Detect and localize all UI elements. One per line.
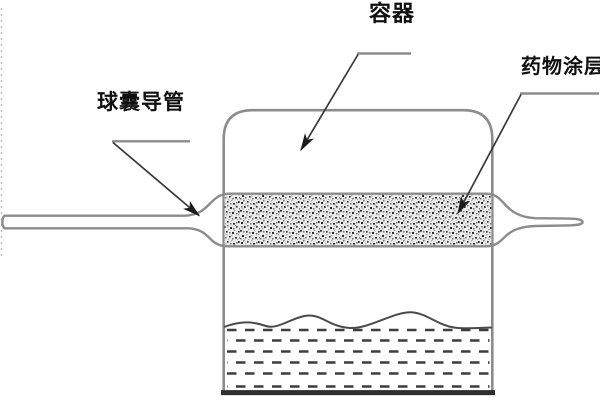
drug-coating-label: 药物涂层 (521, 56, 600, 78)
catheter-shaft-left-cap (1, 214, 6, 230)
balloon-catheter-label: 球囊导管 (97, 91, 185, 114)
balloon-catheter-group (1, 192, 585, 248)
container-label: 容器 (369, 1, 416, 26)
label-underlines-group (112, 52, 599, 143)
balloon-lower-contour (188, 221, 585, 248)
drug-coating-stipple-band (224, 194, 492, 246)
container-leader-line (300, 54, 359, 152)
liquid-surface-wave (223, 311, 493, 330)
drug-coating-leader-line (457, 94, 522, 215)
leader-lines-group (112, 54, 522, 217)
container-vessel-outline (222, 108, 494, 394)
liquid-dash-rows (227, 328, 490, 388)
balloon-upper-contour (184, 192, 585, 223)
balloon-catheter-leader-line (112, 141, 201, 217)
container-outline-group (222, 108, 494, 394)
